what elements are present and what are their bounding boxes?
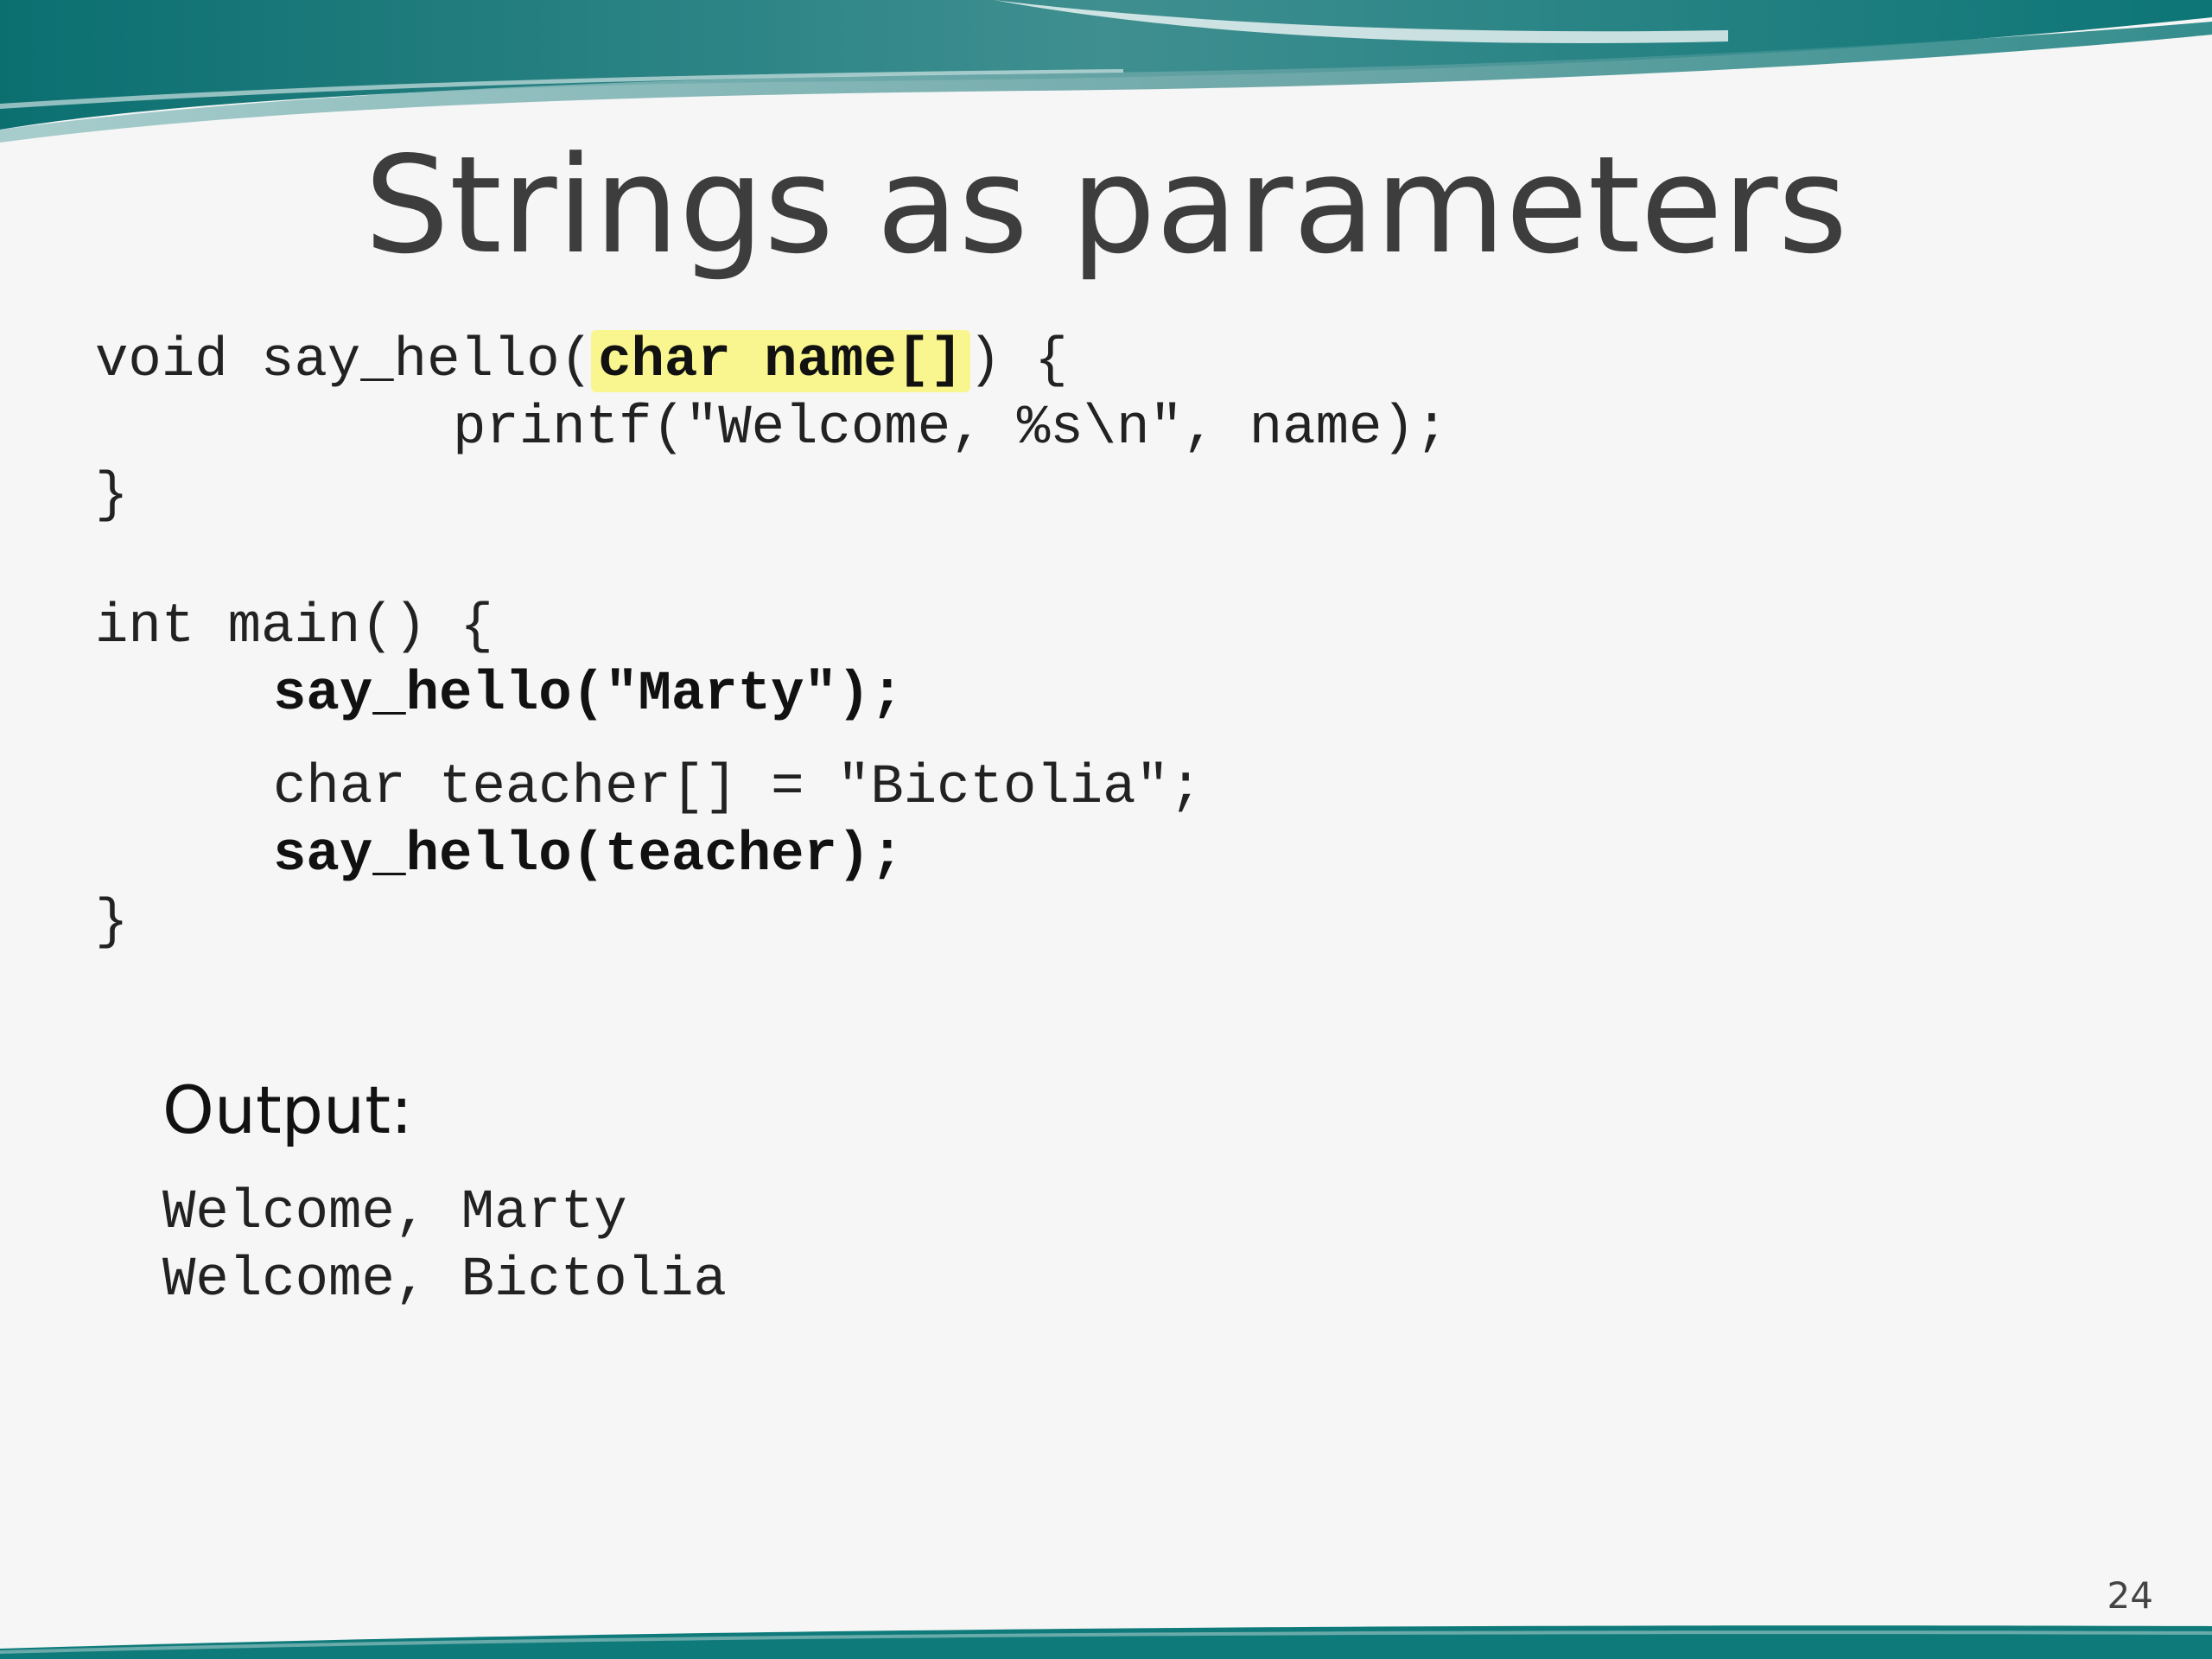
bottom-wave-decoration — [0, 1625, 2212, 1659]
code-bold-call: say_hello("Marty"); — [273, 664, 904, 726]
top-wave-decoration — [0, 0, 2212, 143]
page-number: 24 — [2107, 1574, 2153, 1617]
output-label: Output: — [162, 1071, 413, 1148]
code-token: ) { — [968, 330, 1068, 392]
code-line-4: int main() { — [95, 596, 493, 658]
slide-title: Strings as parameters — [364, 127, 1848, 283]
code-line-2: printf("Welcome, %s\n", name); — [453, 397, 1449, 460]
code-line-3: } — [95, 465, 129, 527]
output-line-1: Welcome, Marty — [162, 1182, 627, 1244]
code-line-7: say_hello(teacher); — [273, 823, 904, 888]
highlighted-parameter: char name[] — [591, 330, 970, 392]
code-line-6: char teacher[] = "Bictolia"; — [273, 757, 1203, 819]
code-line-5: say_hello("Marty"); — [273, 662, 904, 728]
output-line-2: Welcome, Bictolia — [162, 1249, 727, 1312]
code-token: void say_hello( — [95, 330, 594, 392]
code-line-8: } — [95, 892, 129, 954]
code-line-1: void say_hello(char name[]) { — [95, 328, 1068, 394]
code-bold-call: say_hello(teacher); — [273, 824, 904, 887]
